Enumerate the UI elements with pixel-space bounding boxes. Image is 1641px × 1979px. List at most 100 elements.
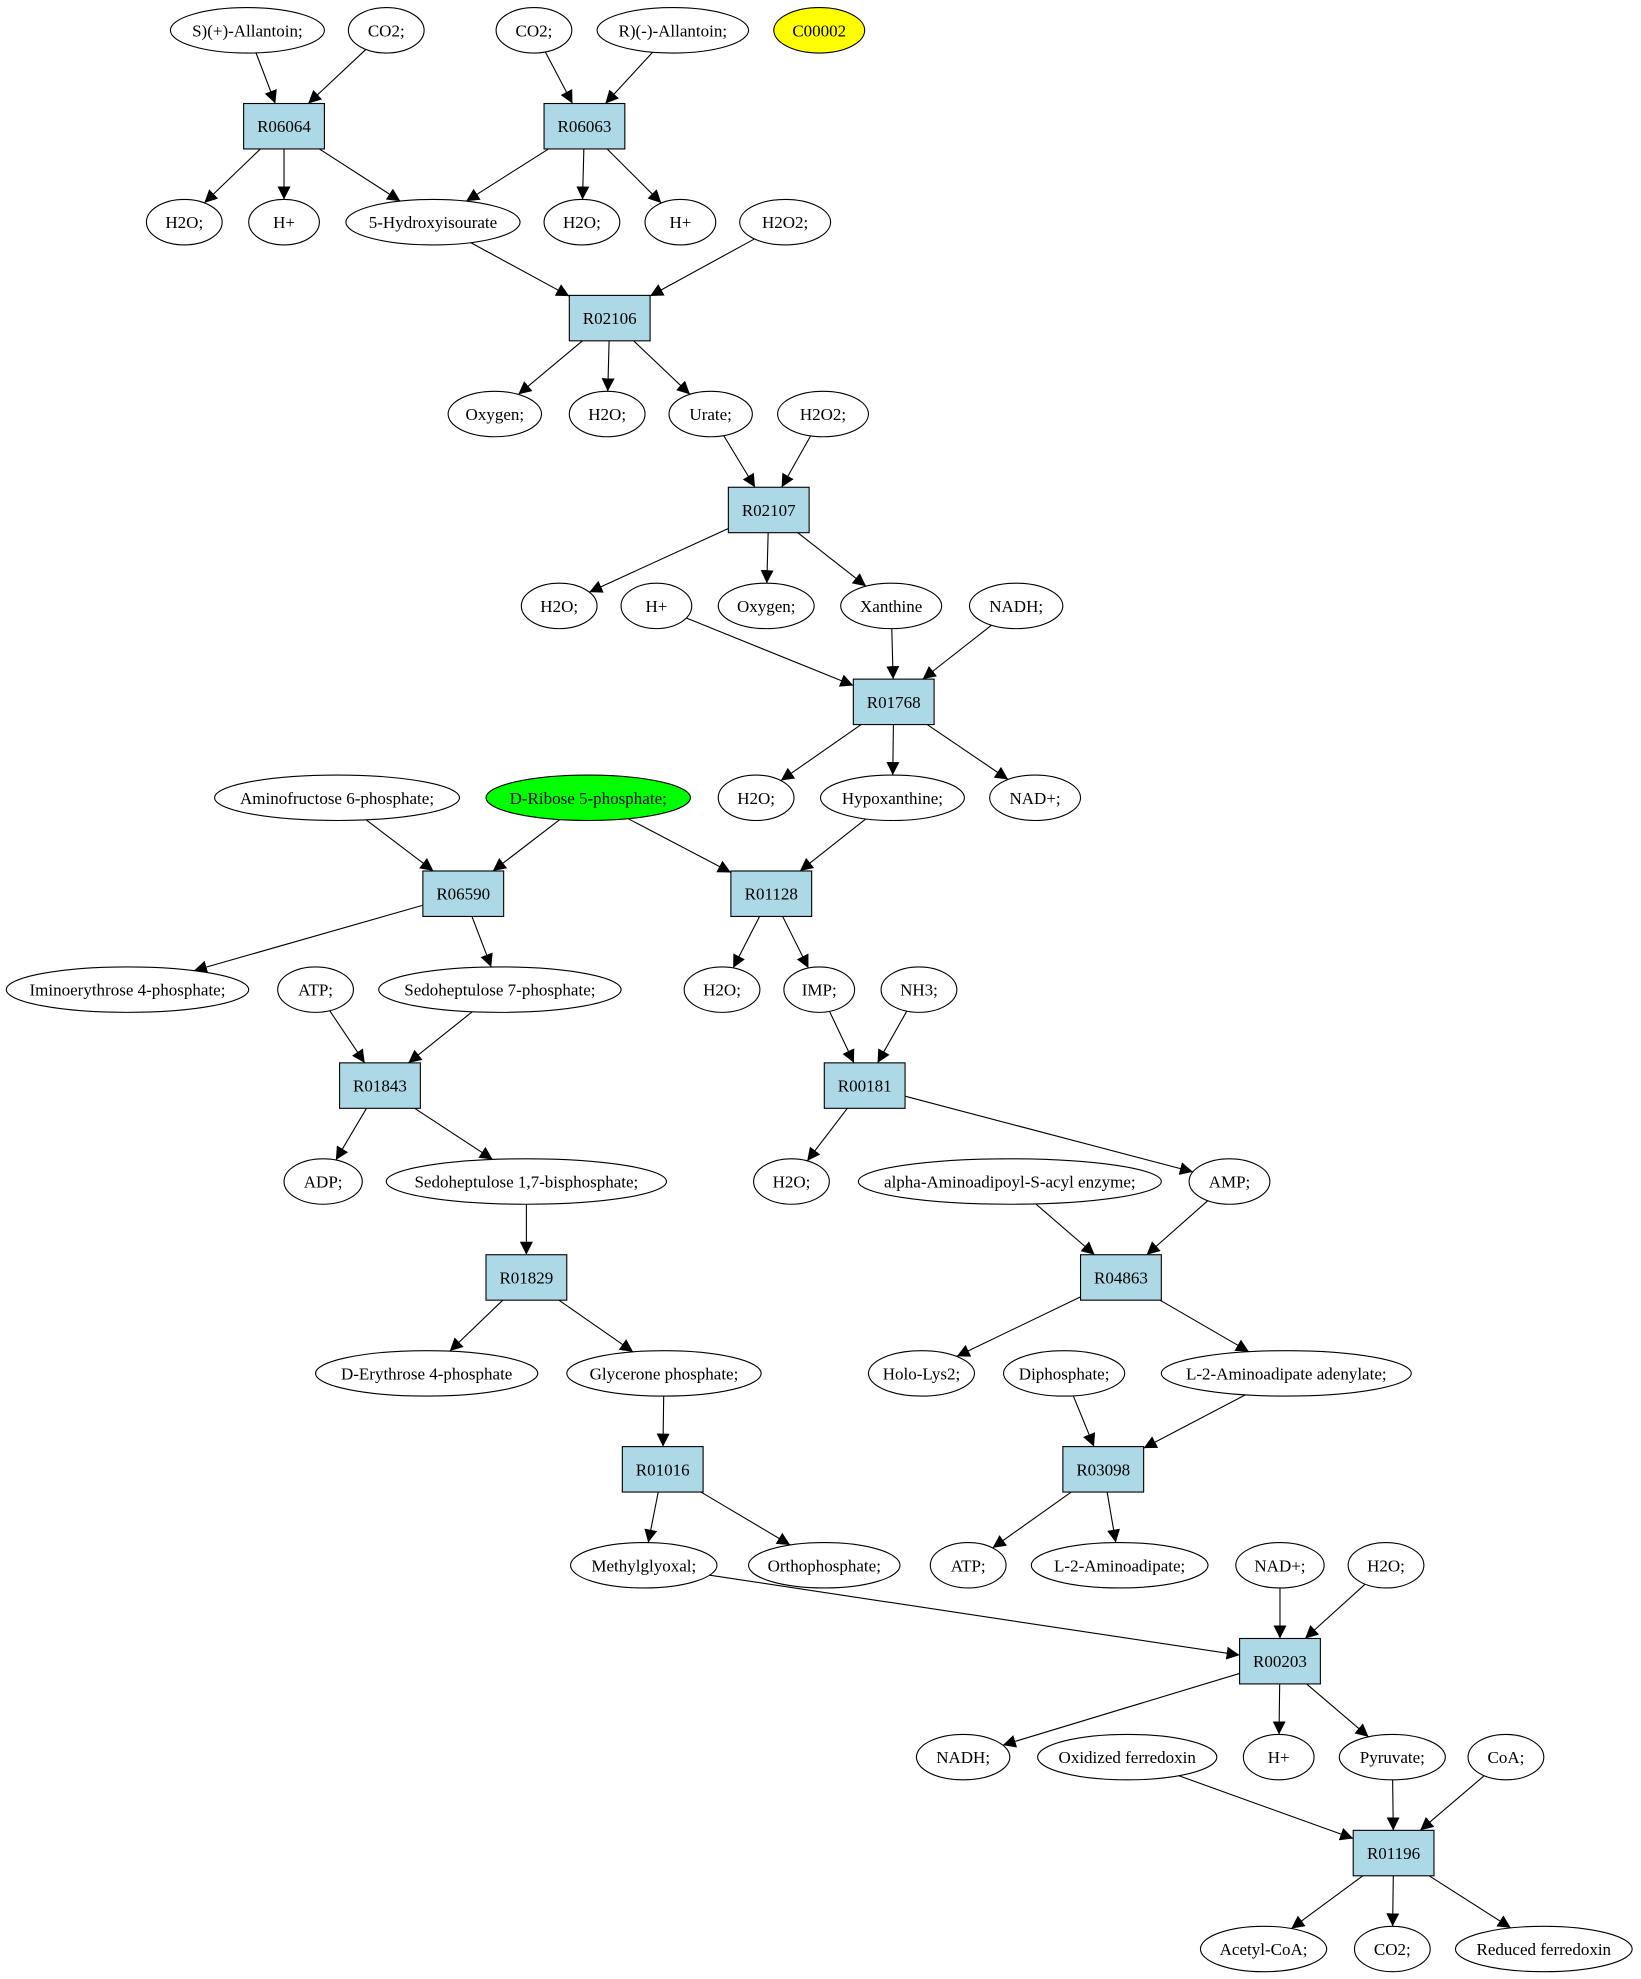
edge-n51-to-r01196 [1386,1779,1400,1831]
compound-node-amp[interactable]: AMP; [1188,1158,1271,1205]
compound-node-glycerone-phosphate[interactable]: Glycerone phosphate; [566,1350,762,1397]
compound-label: IMP; [802,981,837,1000]
nodes-layer: S)(+)-Allantoin; CO2; CO2; R)(-)-Allantoin;… [5,7,1633,1973]
reaction-node-r01196[interactable]: R01196 [1352,1829,1435,1877]
compound-node-d-ribose-5-phosphate[interactable]: D-Ribose 5-phosphate; [485,774,692,822]
reaction-node-r01016[interactable]: R01016 [621,1446,704,1493]
compound-node-r-allantoin[interactable]: R)(-)-Allantoin; [596,7,750,54]
compound-node-orthophosphate[interactable]: Orthophosphate; [747,1541,901,1589]
compound-ellipse [566,1350,762,1397]
compound-node-h2o2[interactable]: H2O2; [739,198,832,246]
compound-node-adp[interactable]: ADP; [283,1158,363,1205]
compound-node-oxygen[interactable]: Oxygen; [447,390,543,438]
compound-node-d-erythrose-4-phosphate[interactable]: D-Erythrose 4-phosphate [315,1350,539,1397]
compound-ellipse [668,390,753,438]
compound-label: CoA; [1488,1748,1525,1767]
compound-node-co2[interactable]: CO2; [1353,1925,1431,1973]
compound-label: NADH; [936,1748,990,1767]
compound-node-h[interactable]: H+ [644,198,717,246]
compound-node-oxidized-ferredoxin[interactable]: Oxidized ferredoxin [1037,1733,1218,1781]
compound-node-atp[interactable]: ATP; [929,1541,1007,1589]
compound-ellipse [1242,1733,1315,1781]
compound-node-hypoxanthine[interactable]: Hypoxanthine; [819,774,965,822]
compound-node-sedoheptulose-7-phosphate[interactable]: Sedoheptulose 7-phosphate; [378,966,622,1013]
compound-node-h[interactable]: H+ [620,582,693,630]
compound-ellipse [385,1158,668,1205]
compound-node-h2o[interactable]: H2O; [683,966,761,1013]
reaction-node-r06590[interactable]: R06590 [422,870,505,917]
reaction-node-r01829[interactable]: R01829 [485,1254,568,1301]
compound-ellipse [378,966,622,1013]
compound-node-imp[interactable]: IMP; [783,966,856,1013]
compound-node-atp[interactable]: ATP; [277,966,354,1013]
compound-node-c00002[interactable]: C00002 [773,7,866,54]
reaction-node-r01128[interactable]: R01128 [730,870,813,917]
compound-node-acetyl-coa[interactable]: Acetyl-CoA; [1199,1925,1328,1973]
compound-node-h2o2[interactable]: H2O2; [777,390,870,438]
compound-label: Aminofructose 6-phosphate; [240,789,434,808]
compound-ellipse [968,582,1064,630]
edge-n47-to-r00203 [1304,1583,1366,1639]
compound-node-co2[interactable]: CO2; [495,7,573,54]
reaction-node-r06063[interactable]: R06063 [543,102,626,150]
compound-node-h2o[interactable]: H2O; [520,582,598,630]
reaction-label: R03098 [1076,1460,1130,1479]
compound-node-h2o[interactable]: H2O; [145,198,223,246]
compound-node-h2o[interactable]: H2O; [543,198,621,246]
compound-label: CO2; [516,21,553,40]
edge-n14-to-r02107 [723,435,756,488]
compound-node-coa[interactable]: CoA; [1467,1733,1545,1781]
compound-node-alpha-aminoadipoyl-s-acyl-enzyme[interactable]: alpha-Aminoadipoyl-S-acyl enzyme; [857,1158,1162,1205]
reaction-node-r00203[interactable]: R00203 [1239,1637,1321,1685]
compound-node-oxygen[interactable]: Oxygen; [717,582,815,630]
reaction-node-r02106[interactable]: R02106 [568,294,651,342]
reaction-node-r00181[interactable]: R00181 [823,1062,906,1109]
compound-node-h[interactable]: H+ [248,198,320,246]
edge-n15-to-r02107 [781,435,812,488]
compound-ellipse [283,1158,363,1205]
compound-node-l-2-aminoadipate-adenylate[interactable]: L-2-Aminoadipate adenylate; [1160,1350,1412,1397]
compound-node-h2o[interactable]: H2O; [717,774,795,822]
compound-node-nadh[interactable]: NADH; [915,1733,1011,1781]
compound-ellipse [717,582,815,630]
reaction-node-r02107[interactable]: R02107 [727,486,810,534]
compound-node-h2o[interactable]: H2O; [568,390,646,438]
compound-node-h2o[interactable]: H2O; [1347,1541,1425,1589]
compound-label: D-Erythrose 4-phosphate [341,1364,512,1383]
compound-node-iminoerythrose-4-phosphate[interactable]: Iminoerythrose 4-phosphate; [5,966,250,1013]
compound-node-s-allantoin[interactable]: S)(+)-Allantoin; [169,7,325,54]
compound-node-methylglyoxal[interactable]: Methylglyoxal; [570,1541,718,1589]
compound-label: CO2; [1374,1940,1411,1959]
compound-node-l-2-aminoadipate[interactable]: L-2-Aminoadipate; [1030,1541,1209,1589]
compound-node-pyruvate[interactable]: Pyruvate; [1338,1733,1446,1781]
compound-node-h2o[interactable]: H2O; [753,1158,830,1205]
reaction-node-r06064[interactable]: R06064 [243,102,325,150]
compound-label: C00002 [792,21,846,40]
compound-node-nad[interactable]: NAD+; [1235,1541,1325,1589]
edge-n41-to-r03098 [1143,1394,1246,1449]
reaction-label: R06064 [257,117,311,136]
compound-node-sedoheptulose-1-7-bisphosphate[interactable]: Sedoheptulose 1,7-bisphosphate; [385,1158,668,1205]
compound-node-nad[interactable]: NAD+; [989,774,1082,822]
compound-node-nh3[interactable]: NH3; [880,966,958,1013]
compound-node-5-hydroxyisourate[interactable]: 5-Hydroxyisourate [345,198,521,246]
edge-r01016-to-n43 [700,1491,791,1546]
compound-node-urate[interactable]: Urate; [668,390,753,438]
compound-ellipse [5,966,250,1013]
reaction-node-r01768[interactable]: R01768 [852,678,935,726]
reaction-node-r04863[interactable]: R04863 [1079,1254,1162,1301]
compound-label: Holo-Lys2; [883,1364,960,1383]
compound-node-co2[interactable]: CO2; [347,7,425,54]
compound-node-xanthine[interactable]: Xanthine [840,582,943,630]
compound-node-reduced-ferredoxin[interactable]: Reduced ferredoxin [1454,1925,1633,1973]
compound-label: H2O2; [800,405,846,424]
compound-node-diphosphate[interactable]: Diphosphate; [1002,1350,1126,1397]
compound-node-holo-lys2[interactable]: Holo-Lys2; [867,1350,976,1397]
compound-ellipse [345,198,521,246]
compound-node-aminofructose-6-phosphate[interactable]: Aminofructose 6-phosphate; [214,774,461,822]
compound-node-h[interactable]: H+ [1242,1733,1315,1781]
reaction-node-r03098[interactable]: R03098 [1062,1446,1145,1493]
reaction-node-r01843[interactable]: R01843 [339,1062,421,1109]
compound-node-nadh[interactable]: NADH; [968,582,1064,630]
